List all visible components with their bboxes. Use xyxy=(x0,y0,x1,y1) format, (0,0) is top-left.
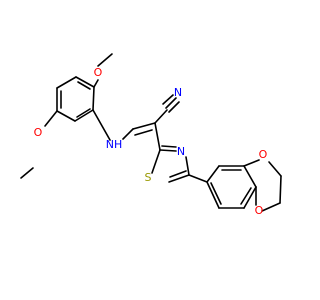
bond xyxy=(185,156,190,176)
bond xyxy=(132,122,156,130)
bond xyxy=(243,159,260,167)
bond xyxy=(268,161,282,177)
bond xyxy=(161,145,177,148)
atom-oxygen: O xyxy=(94,66,103,79)
bond xyxy=(240,187,252,205)
bond xyxy=(210,182,222,205)
atom-oxygen: O xyxy=(34,126,43,139)
bond xyxy=(74,109,94,122)
bond xyxy=(206,165,220,183)
bond xyxy=(169,170,187,178)
bond xyxy=(154,109,168,124)
bond xyxy=(279,175,282,204)
bond xyxy=(243,186,257,209)
bond xyxy=(162,94,174,105)
bond xyxy=(243,165,257,188)
bond xyxy=(20,167,34,179)
bond xyxy=(168,174,190,183)
bond xyxy=(154,122,161,151)
bond xyxy=(159,149,177,152)
bond xyxy=(122,128,134,140)
bond xyxy=(261,202,281,212)
atom-thiazole-nitrogen: N xyxy=(177,145,185,158)
atom-dioxole-oxygen: O xyxy=(255,204,264,217)
atom-nitrile-nitrogen: N xyxy=(174,86,182,99)
bond xyxy=(92,86,95,111)
bond xyxy=(76,108,91,118)
bond xyxy=(93,79,99,88)
bond xyxy=(75,76,95,88)
bond xyxy=(77,81,91,90)
bond xyxy=(56,76,77,89)
bond xyxy=(134,129,153,136)
atom-thiazole-sulfur: S xyxy=(145,171,152,184)
bond xyxy=(168,101,180,113)
molecule-structure: O O NH N N S O O xyxy=(20,53,282,217)
bond xyxy=(151,149,161,174)
bond xyxy=(97,53,113,67)
atom-nh: NH xyxy=(106,138,123,151)
bond xyxy=(206,181,220,209)
bond xyxy=(188,174,208,183)
bond xyxy=(56,110,76,122)
bond xyxy=(165,97,177,109)
bond xyxy=(44,110,58,127)
atom-dioxole-oxygen: O xyxy=(259,148,268,161)
bond xyxy=(92,109,111,141)
